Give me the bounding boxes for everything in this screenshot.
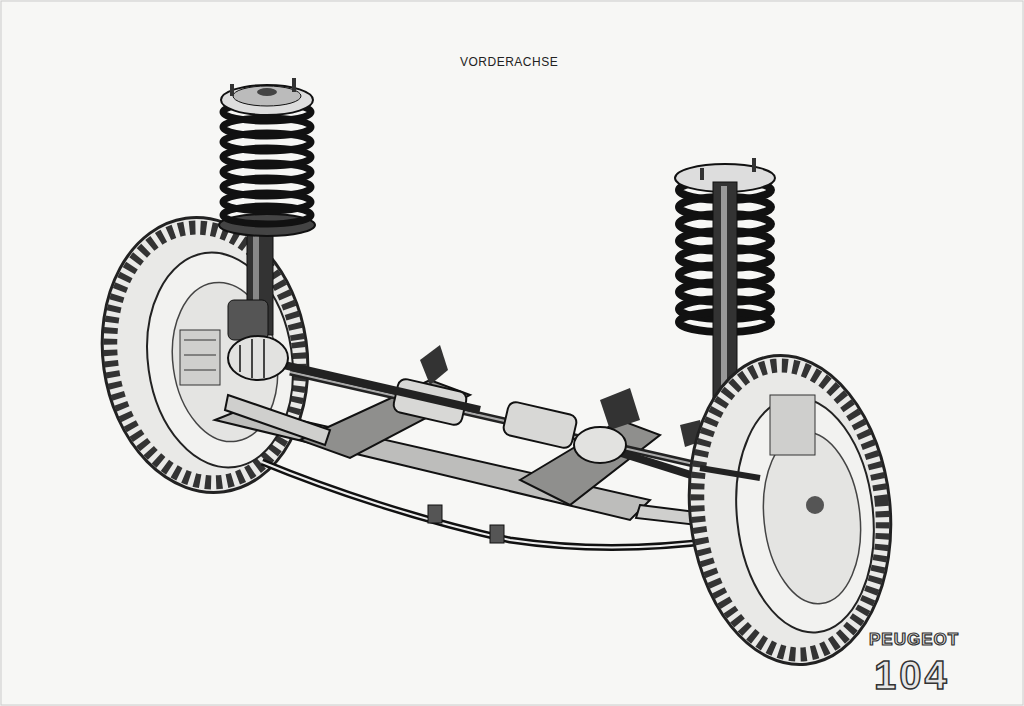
subframe: [215, 345, 705, 520]
model-label: 104: [874, 655, 950, 695]
brand-label: PEUGEOT: [869, 630, 959, 650]
left-strut: [219, 78, 315, 340]
brake-caliper: [180, 330, 220, 385]
diagram-title: VORDERACHSE: [460, 55, 558, 69]
brake-caliper: [770, 395, 815, 455]
anti-roll-bar-highlight: [262, 462, 720, 548]
right-wheel: [674, 345, 905, 674]
left-wheel: [85, 204, 325, 506]
anti-roll-bar: [262, 462, 720, 548]
steering-rack: [290, 372, 720, 470]
